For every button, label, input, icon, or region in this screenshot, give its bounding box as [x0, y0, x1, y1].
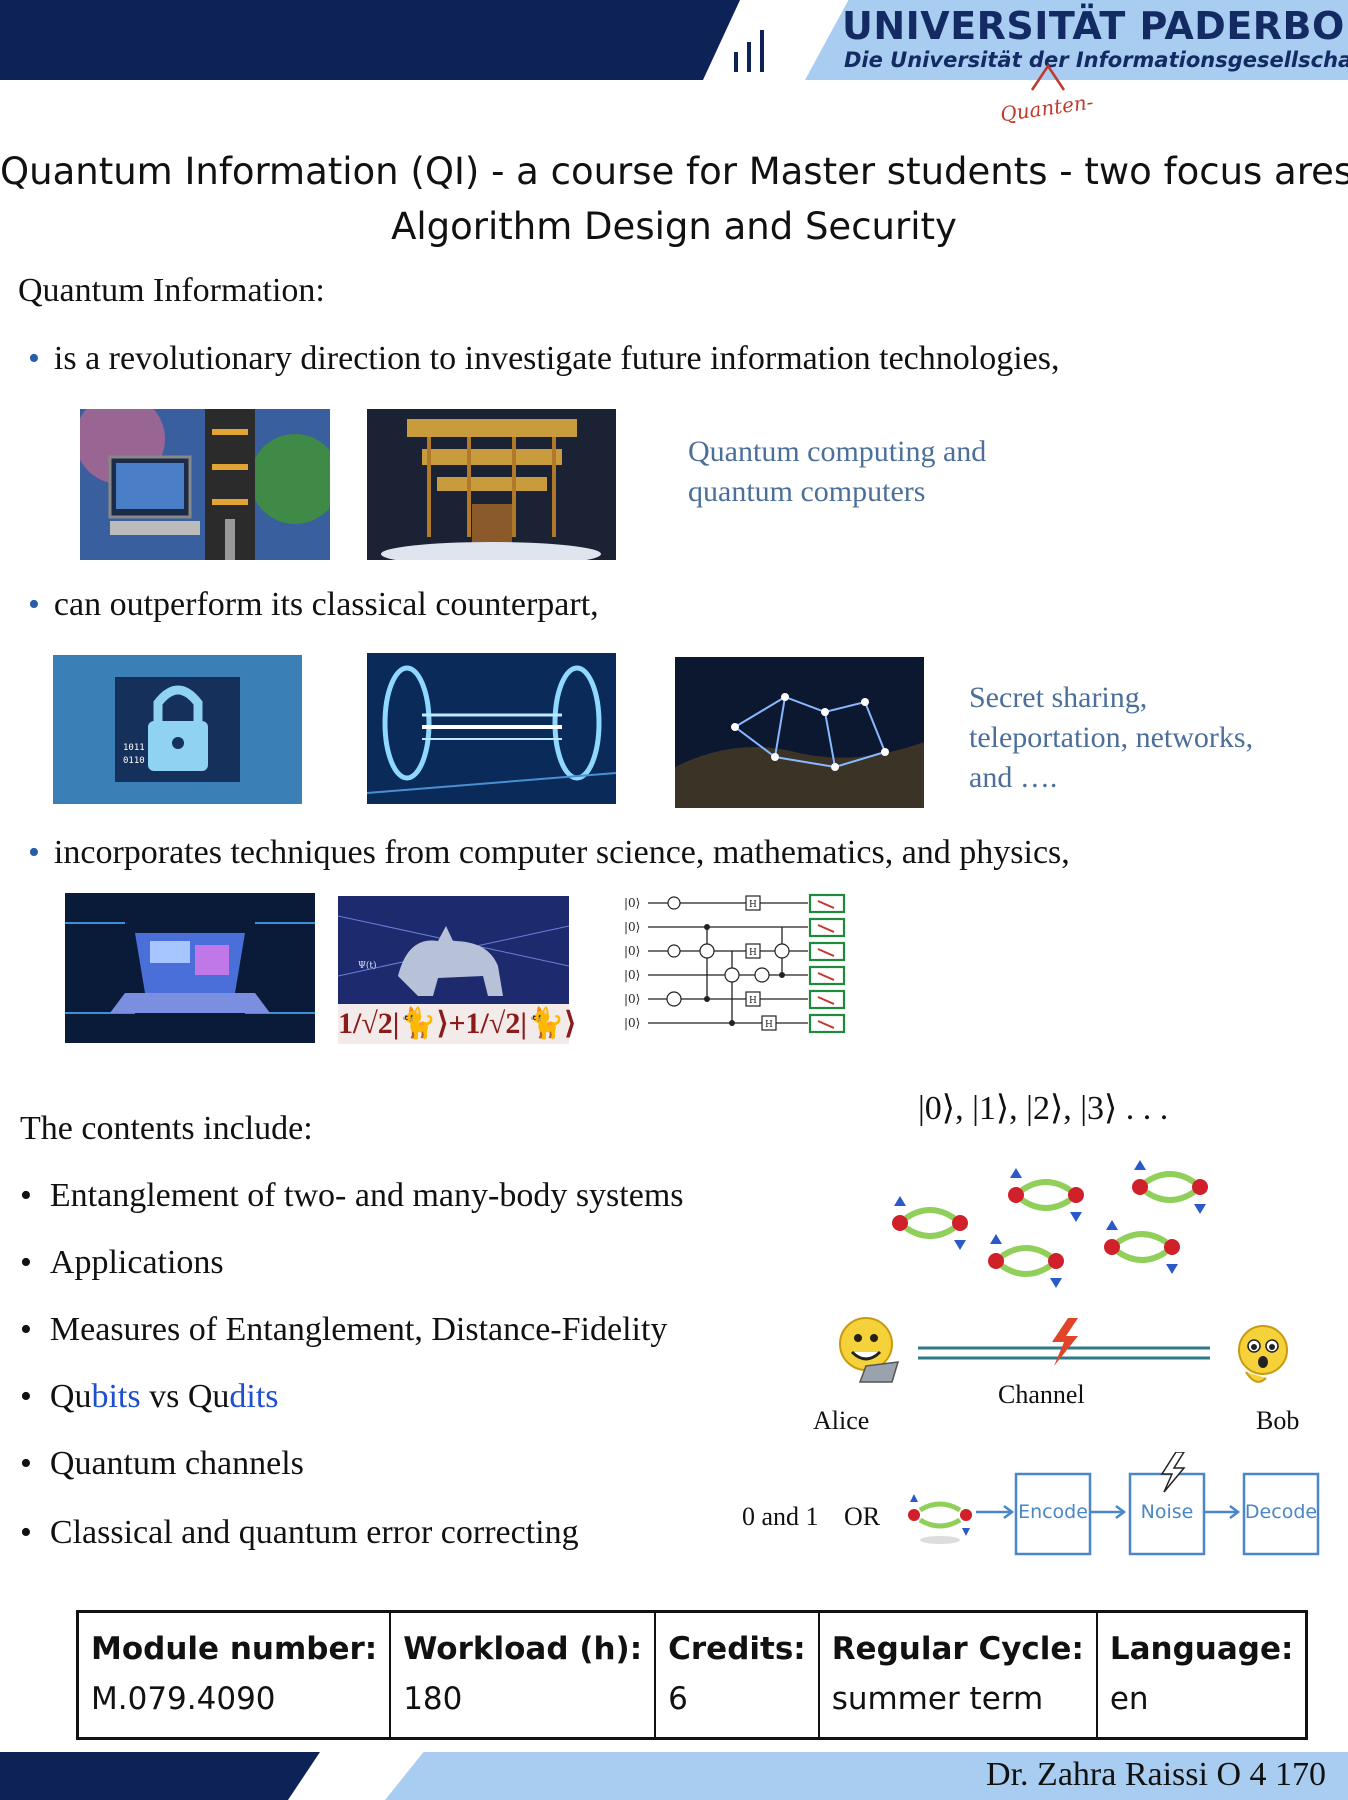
- header-band-dark: [0, 0, 740, 80]
- bullet-dot-icon: •: [20, 1177, 32, 1214]
- workload-cell: Workload (h): 180: [389, 1611, 656, 1739]
- noise-lightning-icon: [1052, 1318, 1078, 1366]
- teleportation-image: [367, 653, 616, 804]
- title-line-2: Algorithm Design and Security: [391, 205, 957, 248]
- workload-label: Workload (h):: [403, 1631, 643, 1667]
- or-label: OR: [844, 1502, 881, 1531]
- contents-item-3: •Measures of Entanglement, Distance-Fide…: [20, 1311, 668, 1348]
- module-number-value: M.079.4090: [91, 1681, 276, 1717]
- module-info-table: Module number: M.079.4090 Workload (h): …: [76, 1610, 1309, 1740]
- contents-heading: The contents include:: [20, 1110, 313, 1147]
- cycle-cell: Regular Cycle: summer term: [817, 1611, 1097, 1739]
- language-cell: Language: en: [1095, 1611, 1307, 1739]
- page-title: Quantum Information (QI) - a course for …: [0, 144, 1348, 254]
- insertion-caret-icon: [1030, 63, 1066, 91]
- bullet-dot-icon: •: [28, 834, 40, 871]
- quantum-chandelier-image: [367, 409, 616, 560]
- qudit-states-label: |0⟩, |1⟩, |2⟩, |3⟩ . . .: [918, 1090, 1169, 1127]
- contents-item-4: •Qubits vs Qudits: [20, 1378, 279, 1415]
- encode-box: [1014, 1472, 1092, 1556]
- security-caption: Secret sharing, teleportation, networks,…: [969, 681, 1254, 794]
- credits-cell: Credits: 6: [654, 1611, 819, 1739]
- intro-heading: Quantum Information:: [18, 272, 325, 309]
- cycle-label: Regular Cycle:: [831, 1631, 1084, 1667]
- svg-text:1011: 1011: [123, 743, 145, 753]
- intro-bullet-text: can outperform its classical counterpart…: [53, 586, 599, 623]
- laptop-circuit-image: [65, 893, 315, 1043]
- title-line-1: Quantum Information (QI) - a course for …: [0, 150, 1348, 193]
- intro-bullet-3: • incorporates techniques from computer s…: [28, 834, 1070, 872]
- computing-caption: Quantum computing and quantum computers: [688, 435, 987, 508]
- bob-emoji-icon: [1238, 1325, 1288, 1383]
- intro-bullet-1: • is a revolutionary direction to investi…: [28, 340, 1059, 378]
- bullet-dot-icon: •: [20, 1378, 32, 1415]
- header-band-light: [805, 0, 1348, 80]
- cycle-value: summer term: [831, 1681, 1044, 1717]
- circuit-input-label: |0⟩: [624, 944, 640, 958]
- encode-label: Encode: [1018, 1501, 1088, 1523]
- quantum-computer-collage-image: [80, 409, 330, 560]
- contents-item-2: •Applications: [20, 1244, 224, 1281]
- workload-value: 180: [403, 1681, 463, 1717]
- circuit-input-label: |0⟩: [624, 896, 640, 910]
- classical-bits-label: 0 and 1: [742, 1502, 819, 1531]
- noise-label: Noise: [1141, 1501, 1194, 1523]
- quantum-circuit-diagram: H H H H |0⟩ |0⟩ |0⟩ |0⟩ |0⟩ |0⟩: [624, 893, 846, 1034]
- circuit-input-label: |0⟩: [624, 968, 640, 982]
- language-value: en: [1109, 1681, 1149, 1717]
- circuit-gate-label: H: [749, 948, 757, 958]
- decode-box: [1242, 1472, 1320, 1556]
- footer-band-light: [385, 1752, 1348, 1800]
- credits-label: Credits:: [668, 1631, 806, 1667]
- noise-lightning-icon: [1160, 1452, 1186, 1493]
- intro-bullet-2: • can outperform its classical counterpar…: [28, 586, 599, 624]
- language-label: Language:: [1109, 1631, 1294, 1667]
- bullet-dot-icon: •: [20, 1244, 32, 1281]
- university-subtitle: Die Universität der Informationsgesellsc…: [844, 48, 1348, 72]
- qubit-spin-pair-icon: [908, 1494, 972, 1544]
- bullet-dot-icon: •: [28, 340, 40, 377]
- contents-item-5: •Quantum channels: [20, 1445, 304, 1482]
- alice-label: Alice: [813, 1406, 870, 1435]
- bullet-dot-icon: •: [20, 1445, 32, 1482]
- footer-contact: Dr. Zahra Raissi O 4 170: [986, 1756, 1326, 1793]
- module-number-label: Module number:: [91, 1631, 378, 1667]
- channel-label: Channel: [998, 1380, 1085, 1409]
- circuit-gate-label: H: [749, 996, 757, 1006]
- bullet-dot-icon: •: [20, 1514, 32, 1551]
- cat-state-formula: 1/√2|🐈⟩+1/√2|🐈⟩: [338, 1004, 576, 1044]
- university-name: UNIVERSITÄT PADERBORN: [842, 4, 1348, 48]
- intro-bullet-text: incorporates techniques from computer sc…: [53, 834, 1070, 871]
- svg-text:0110: 0110: [123, 756, 145, 766]
- error-correction-pipeline: Encode Noise Decode: [976, 1452, 1320, 1556]
- decode-label: Decode: [1245, 1501, 1317, 1523]
- alice-emoji-icon: [839, 1317, 900, 1383]
- entangled-spins-diagram: [890, 1140, 1230, 1290]
- quantum-channel-line: [918, 1318, 1210, 1366]
- quantum-network-map-image: [675, 657, 924, 808]
- credits-value: 6: [668, 1681, 688, 1717]
- contents-item-1: •Entanglement of two- and many-body syst…: [20, 1177, 684, 1214]
- circuit-gate-label: H: [749, 900, 757, 910]
- circuit-input-label: |0⟩: [624, 1016, 640, 1030]
- contents-item-6: •Classical and quantum error correcting: [20, 1514, 579, 1551]
- bullet-dot-icon: •: [28, 586, 40, 623]
- module-number-cell: Module number: M.079.4090: [78, 1612, 391, 1739]
- circuit-input-label: |0⟩: [624, 920, 640, 934]
- footer-band-dark: [0, 1752, 320, 1800]
- university-logo-icon: [730, 4, 792, 80]
- schrodinger-cat-panel: Ψ(t) 1/√2|🐈⟩+1/√2|🐈⟩: [338, 896, 576, 1044]
- security-lock-image: 1011 0110: [53, 655, 302, 804]
- schrodinger-cat-image: Ψ(t): [338, 896, 569, 1004]
- bob-label: Bob: [1256, 1406, 1300, 1435]
- handwritten-annotation: Quanten-: [998, 89, 1095, 127]
- circuit-input-label: |0⟩: [624, 992, 640, 1006]
- bullet-dot-icon: •: [20, 1311, 32, 1348]
- svg-text:Ψ(t): Ψ(t): [358, 960, 377, 971]
- intro-bullet-text: is a revolutionary direction to investig…: [53, 340, 1060, 377]
- circuit-gate-label: H: [765, 1020, 773, 1030]
